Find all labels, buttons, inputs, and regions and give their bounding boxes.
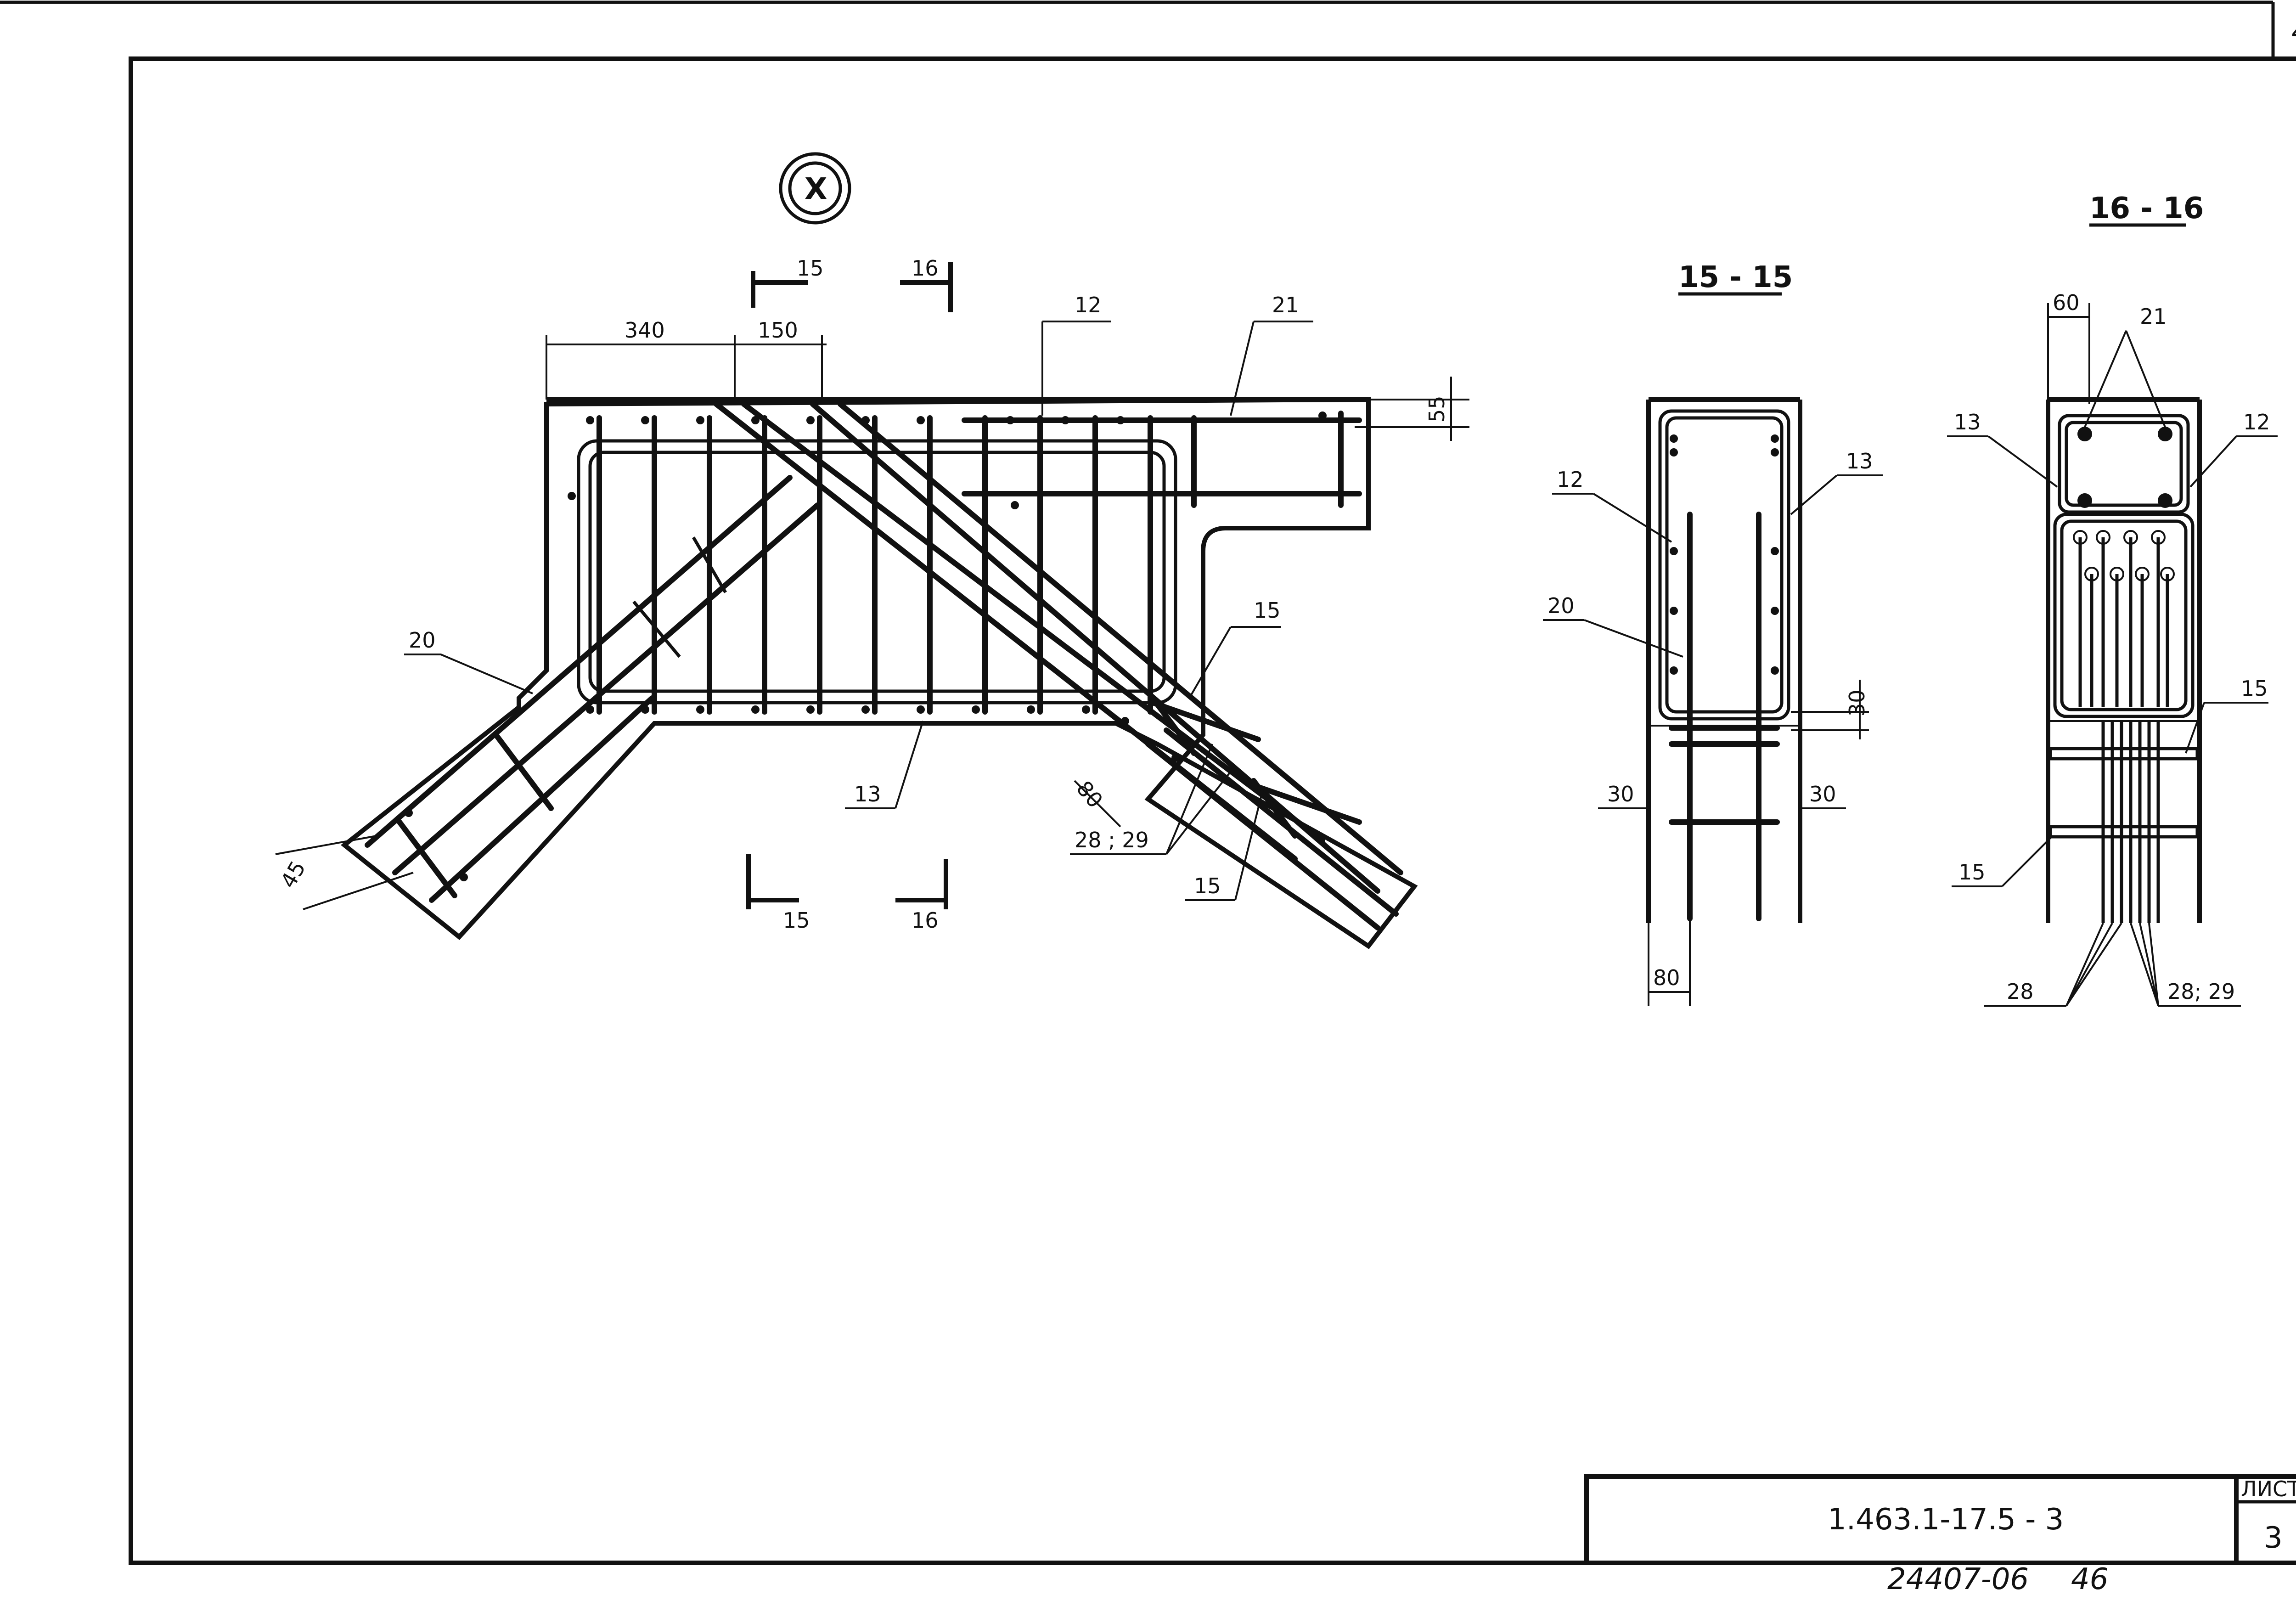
title-block (1584, 1474, 2296, 1565)
plan-dim-150: 150 (758, 318, 798, 343)
drawing-code: 1.463.1-17.5 - 3 (1828, 1503, 2064, 1537)
archive-number: 24407-06 (1887, 1562, 2029, 1596)
rebar-dots (405, 411, 1327, 881)
plan-dim-45: 45 (276, 857, 310, 892)
section-15-dim-30-vertical: 30 (1845, 689, 1869, 716)
section-15-title: 15 - 15 (1678, 260, 1793, 294)
section-15-callout-13: 13 (1846, 449, 1873, 473)
callout-15-lower: 15 (1194, 874, 1221, 898)
plan-dim-55: 55 (1424, 395, 1449, 423)
page-number: 45 (2291, 15, 2296, 49)
section-15-dim-30-left: 30 (1607, 782, 1634, 806)
vertical-bars (597, 415, 1153, 715)
plan-cut15-top-label: 15 (797, 256, 824, 281)
callout-21: 21 (1272, 293, 1299, 317)
section-16-callout-21: 21 (2140, 304, 2167, 329)
view-marker (779, 152, 851, 225)
section-16-callout-28-29: 28; 29 (2167, 979, 2235, 1004)
section-16-callout-13: 13 (1954, 410, 1981, 434)
callout-20: 20 (409, 628, 436, 653)
diagonal-bars-left (365, 475, 820, 903)
sheet-label: ЛИСТ (2241, 1477, 2296, 1501)
callout-12: 12 (1075, 293, 1102, 317)
section-15-dim-80: 80 (1653, 965, 1680, 990)
section-16-title: 16 - 16 (2089, 192, 2204, 225)
sheet-number: 3 (2264, 1521, 2283, 1555)
callout-13: 13 (854, 782, 881, 806)
plan-dim-340: 340 (625, 318, 665, 343)
section-15-view (1543, 292, 1883, 1006)
section-16-callout-15-upper: 15 (2241, 676, 2268, 701)
section-15-callout-12: 12 (1557, 467, 1584, 492)
section-16-view (1947, 223, 2278, 1007)
plan-dim-80: 80 (1071, 776, 1108, 813)
view-marker-letter: X (805, 172, 827, 206)
plan-cut16-bottom-label: 16 (912, 908, 939, 933)
section-15-dim-30-right: 30 (1809, 782, 1836, 806)
section-16-dim-60: 60 (2053, 290, 2080, 315)
section-16-callout-12: 12 (2243, 410, 2270, 434)
plan-cut16-top-label: 16 (912, 256, 939, 281)
plan-cut15-bottom-label: 15 (783, 908, 810, 933)
beam-outline (340, 397, 1418, 949)
section-16-callout-15-lower: 15 (1958, 860, 1986, 885)
archive-page: 46 (2071, 1562, 2108, 1596)
callout-28-29: 28 ; 29 (1075, 828, 1149, 852)
section-15-callout-20: 20 (1548, 593, 1575, 618)
plan-view (275, 262, 1469, 949)
plan-dimensions (275, 335, 1469, 910)
callout-15-upper: 15 (1254, 598, 1281, 623)
section-16-callout-28: 28 (2007, 979, 2034, 1004)
plan-leaders (404, 321, 1313, 901)
section-cut-marks (746, 262, 953, 909)
